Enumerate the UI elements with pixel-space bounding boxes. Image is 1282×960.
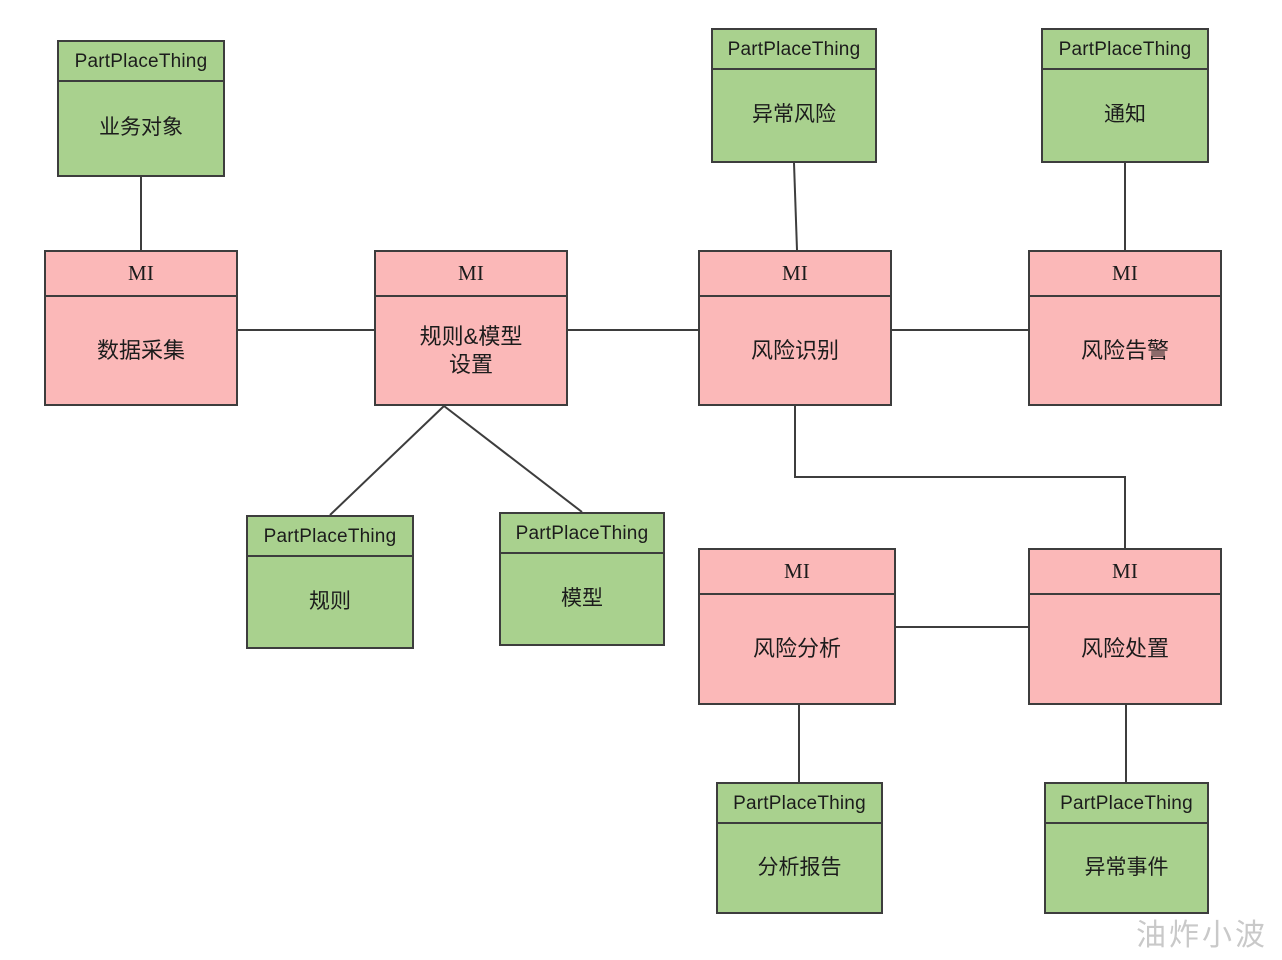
node-notification-stereotype: PartPlaceThing	[1043, 30, 1207, 70]
node-risk-analysis-stereotype: MI	[700, 550, 894, 595]
node-rule-model-setup-label: 规则&模型 设置	[419, 324, 523, 377]
node-analysis-report-stereotype: PartPlaceThing	[718, 784, 881, 824]
edge-abnormal-risk-to-risk-identify	[793, 162, 798, 251]
node-model-stereotype: PartPlaceThing	[501, 514, 663, 554]
node-business-object-label: 业务对象	[99, 116, 183, 140]
node-risk-disposal-label: 风险处置	[1080, 636, 1169, 662]
edge-rule-model-setup-to-rule	[329, 405, 445, 516]
node-abnormal-risk-stereotype: PartPlaceThing	[713, 30, 875, 70]
node-abnormal-risk[interactable]: PartPlaceThing 异常风险	[711, 28, 877, 163]
node-abnormal-event[interactable]: PartPlaceThing 异常事件	[1044, 782, 1209, 914]
node-risk-alert-stereotype: MI	[1030, 252, 1220, 297]
node-rule-stereotype: PartPlaceThing	[248, 517, 412, 557]
node-analysis-report-label: 分析报告	[757, 855, 842, 879]
watermark-text: 油炸小波	[1136, 919, 1268, 952]
edge-risk-identify-to-risk-disposal	[794, 406, 1126, 548]
node-risk-alert[interactable]: MI 风险告警	[1028, 250, 1222, 406]
node-risk-alert-label: 风险告警	[1080, 337, 1169, 363]
node-abnormal-event-label: 异常事件	[1084, 855, 1169, 879]
node-risk-disposal[interactable]: MI 风险处置	[1028, 548, 1222, 705]
node-data-collection[interactable]: MI 数据采集	[44, 250, 238, 406]
node-data-collection-label: 数据采集	[96, 337, 185, 363]
node-risk-identify[interactable]: MI 风险识别	[698, 250, 892, 406]
node-model-label: 模型	[561, 586, 603, 610]
node-model[interactable]: PartPlaceThing 模型	[499, 512, 665, 646]
node-abnormal-event-stereotype: PartPlaceThing	[1046, 784, 1207, 824]
node-notification[interactable]: PartPlaceThing 通知	[1041, 28, 1209, 163]
node-notification-label: 通知	[1104, 103, 1146, 127]
node-rule-label: 规则	[309, 589, 351, 613]
node-risk-identify-stereotype: MI	[700, 252, 890, 297]
node-risk-analysis-label: 风险分析	[752, 636, 841, 662]
node-analysis-report[interactable]: PartPlaceThing 分析报告	[716, 782, 883, 914]
node-business-object-stereotype: PartPlaceThing	[59, 42, 223, 82]
node-risk-analysis[interactable]: MI 风险分析	[698, 548, 896, 705]
node-rule[interactable]: PartPlaceThing 规则	[246, 515, 414, 649]
node-rule-model-setup-stereotype: MI	[376, 252, 566, 297]
node-data-collection-stereotype: MI	[46, 252, 236, 297]
edge-rule-model-setup-to-model	[443, 405, 583, 513]
node-risk-identify-label: 风险识别	[750, 337, 839, 363]
node-rule-model-setup[interactable]: MI 规则&模型 设置	[374, 250, 568, 406]
node-risk-disposal-stereotype: MI	[1030, 550, 1220, 595]
node-abnormal-risk-label: 异常风险	[752, 103, 836, 127]
node-business-object[interactable]: PartPlaceThing 业务对象	[57, 40, 225, 177]
